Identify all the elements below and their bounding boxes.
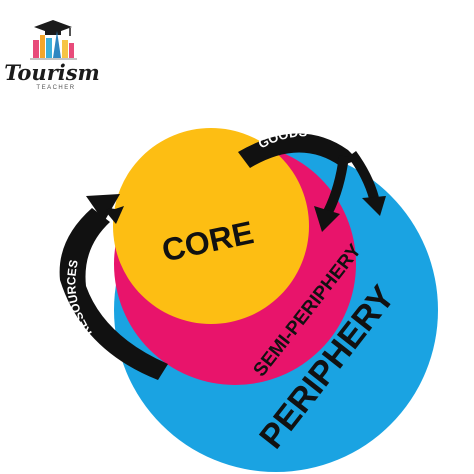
logo-subtitle: TEACHER [36, 85, 75, 91]
tourism-teacher-logo: Tourism TEACHER [4, 20, 100, 91]
goods-arrow [238, 133, 386, 232]
landmarks-icon [30, 31, 77, 60]
resources-arrow [59, 194, 168, 380]
core-circle [113, 128, 309, 324]
logo-wordmark: Tourism [4, 60, 100, 85]
graduation-cap-icon [34, 20, 72, 36]
